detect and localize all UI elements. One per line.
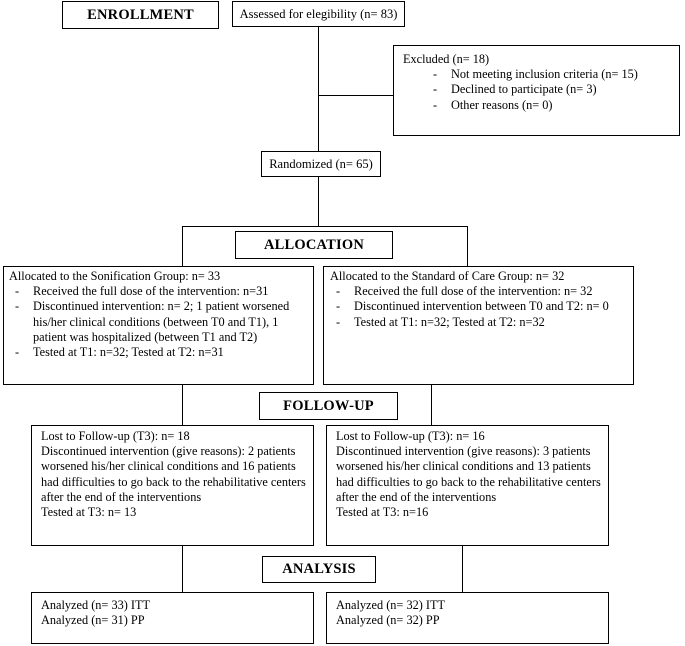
randomized-box: Randomized (n= 65) bbox=[261, 151, 381, 177]
analysis-right-itt: Analyzed (n= 32) ITT bbox=[336, 598, 446, 612]
randomized-text: Randomized (n= 65) bbox=[269, 157, 373, 171]
connector-allocation-bar bbox=[182, 226, 468, 227]
connector-randomized-allocation bbox=[318, 176, 319, 226]
connector-allocation-right bbox=[467, 226, 468, 266]
allocation-right-title: Allocated to the Standard of Care Group:… bbox=[330, 269, 565, 283]
allocation-right-item: Tested at T1: n=32; Tested at T2: n=32 bbox=[306, 315, 629, 330]
followup-right-tested: Tested at T3: n=16 bbox=[336, 505, 429, 520]
analysis-left-pp: Analyzed (n= 31) PP bbox=[41, 613, 145, 628]
followup-left-box: Lost to Follow-up (T3): n= 18 Discontinu… bbox=[31, 425, 314, 546]
allocation-left-item: Received the full dose of the interventi… bbox=[0, 284, 309, 299]
excluded-title: Excluded (n= 18) bbox=[403, 52, 490, 66]
followup-right-box: Lost to Follow-up (T3): n= 16 Discontinu… bbox=[326, 425, 609, 546]
allocation-right-box: Allocated to the Standard of Care Group:… bbox=[323, 266, 634, 385]
analysis-right-pp: Analyzed (n= 32) PP bbox=[336, 613, 440, 628]
allocation-right-item: Received the full dose of the interventi… bbox=[306, 284, 629, 299]
allocation-right-list: Received the full dose of the interventi… bbox=[306, 284, 629, 330]
allocation-right-item: Discontinued intervention between T0 and… bbox=[306, 299, 629, 314]
followup-right-discontinued: Discontinued intervention (give reasons)… bbox=[336, 444, 601, 504]
followup-left-lost: Lost to Follow-up (T3): n= 18 bbox=[41, 429, 190, 443]
connector-right-followup bbox=[431, 385, 432, 425]
followup-left-tested: Tested at T3: n= 13 bbox=[41, 505, 137, 520]
connector-assessed-randomized bbox=[318, 27, 319, 151]
phase-analysis-label: ANALYSIS bbox=[282, 561, 356, 577]
phase-analysis: ANALYSIS bbox=[262, 556, 376, 583]
excluded-item: Declined to participate (n= 3) bbox=[403, 82, 673, 97]
phase-enrollment-label: ENROLLMENT bbox=[87, 7, 194, 23]
connector-right-analysis bbox=[462, 546, 463, 592]
followup-left-discontinued: Discontinued intervention (give reasons)… bbox=[41, 444, 306, 504]
assessed-text: Assessed for elegibility (n= 83) bbox=[239, 7, 398, 21]
excluded-item: Not meeting inclusion criteria (n= 15) bbox=[403, 67, 673, 82]
connector-allocation-left bbox=[182, 226, 183, 266]
phase-allocation-label: ALLOCATION bbox=[263, 237, 365, 253]
excluded-box: Excluded (n= 18) Not meeting inclusion c… bbox=[393, 45, 680, 136]
phase-enrollment: ENROLLMENT bbox=[62, 1, 219, 29]
allocation-left-item: Discontinued intervention: n= 2; 1 patie… bbox=[0, 299, 309, 345]
connector-left-followup bbox=[182, 385, 183, 425]
phase-followup: FOLLOW-UP bbox=[259, 392, 398, 420]
allocation-left-box: Allocated to the Sonification Group: n= … bbox=[3, 266, 314, 385]
analysis-right-box: Analyzed (n= 32) ITT Analyzed (n= 32) PP bbox=[326, 592, 609, 644]
phase-followup-label: FOLLOW-UP bbox=[283, 398, 374, 414]
connector-left-analysis bbox=[182, 546, 183, 592]
phase-allocation: ALLOCATION bbox=[235, 231, 393, 259]
allocation-left-title: Allocated to the Sonification Group: n= … bbox=[9, 269, 221, 283]
excluded-list: Not meeting inclusion criteria (n= 15) D… bbox=[403, 67, 673, 113]
allocation-left-item: Tested at T1: n=32; Tested at T2: n=31 bbox=[0, 345, 309, 360]
connector-to-excluded bbox=[318, 95, 393, 96]
excluded-item: Other reasons (n= 0) bbox=[403, 98, 673, 113]
followup-right-lost: Lost to Follow-up (T3): n= 16 bbox=[336, 429, 485, 443]
analysis-left-itt: Analyzed (n= 33) ITT bbox=[41, 598, 151, 612]
analysis-left-box: Analyzed (n= 33) ITT Analyzed (n= 31) PP bbox=[31, 592, 314, 644]
allocation-left-list: Received the full dose of the interventi… bbox=[0, 284, 309, 360]
assessed-box: Assessed for elegibility (n= 83) bbox=[232, 1, 405, 27]
